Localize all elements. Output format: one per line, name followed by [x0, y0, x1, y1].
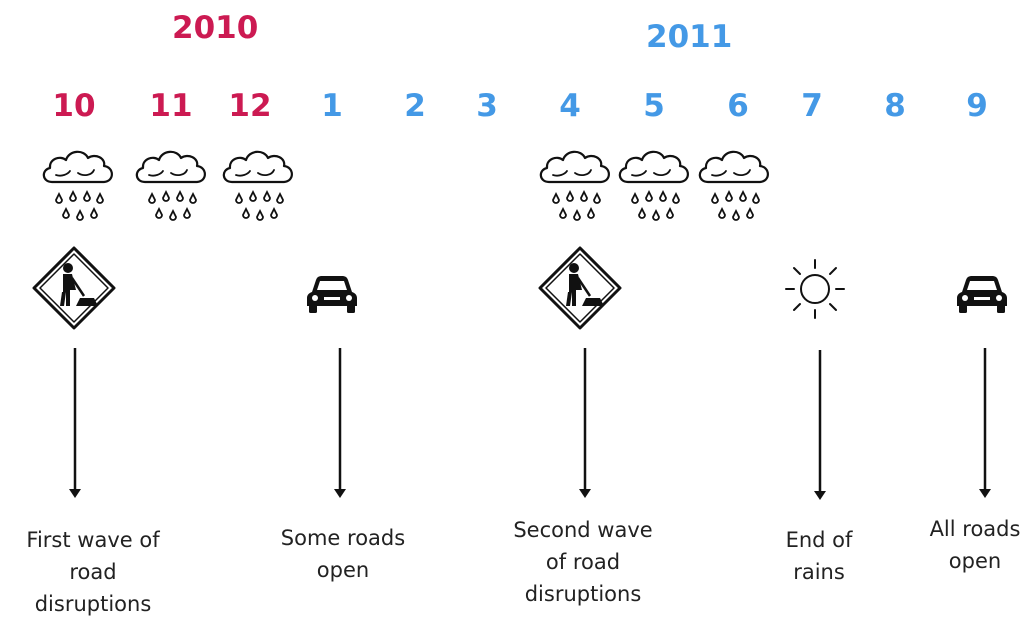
event-caption-end-of-rains: End of rains — [719, 524, 919, 588]
caption-line: End of — [785, 528, 853, 552]
caption-line: of road — [545, 550, 621, 574]
month-label-7: 7 — [801, 88, 823, 124]
caption-line: Some roads — [280, 526, 406, 550]
arrow-head-5 — [979, 489, 991, 498]
arrow-head-3 — [579, 489, 591, 498]
month-label-11: 11 — [149, 88, 193, 124]
month-label-4: 4 — [559, 88, 581, 124]
month-label-2: 2 — [404, 88, 426, 124]
month-label-6: 6 — [727, 88, 749, 124]
caption-line: rains — [793, 560, 845, 584]
month-label-3: 3 — [476, 88, 498, 124]
caption-line: road — [69, 560, 117, 584]
arrow-head-2 — [334, 489, 346, 498]
arrow-head-1 — [69, 489, 81, 498]
year-label-2011: 2011 — [646, 19, 733, 55]
month-label-9: 9 — [966, 88, 988, 124]
event-caption-first-wave: First wave of road disruptions — [0, 524, 193, 620]
month-label-12: 12 — [228, 88, 272, 124]
month-label-5: 5 — [643, 88, 665, 124]
event-caption-all-roads-open: All roads open — [875, 513, 1024, 577]
month-label-10: 10 — [52, 88, 96, 124]
caption-line: open — [316, 558, 370, 582]
event-caption-some-roads-open: Some roads open — [243, 522, 443, 586]
caption-line: First wave of — [26, 528, 160, 552]
caption-line: disruptions — [524, 582, 642, 606]
year-label-2010: 2010 — [172, 10, 259, 46]
month-label-8: 8 — [884, 88, 906, 124]
arrow-head-4 — [814, 491, 826, 500]
caption-line: Second wave — [513, 518, 653, 542]
caption-line: All roads — [929, 517, 1021, 541]
month-label-1: 1 — [321, 88, 343, 124]
caption-line: open — [948, 549, 1002, 573]
event-caption-second-wave: Second wave of road disruptions — [483, 514, 683, 610]
caption-line: disruptions — [34, 592, 152, 616]
